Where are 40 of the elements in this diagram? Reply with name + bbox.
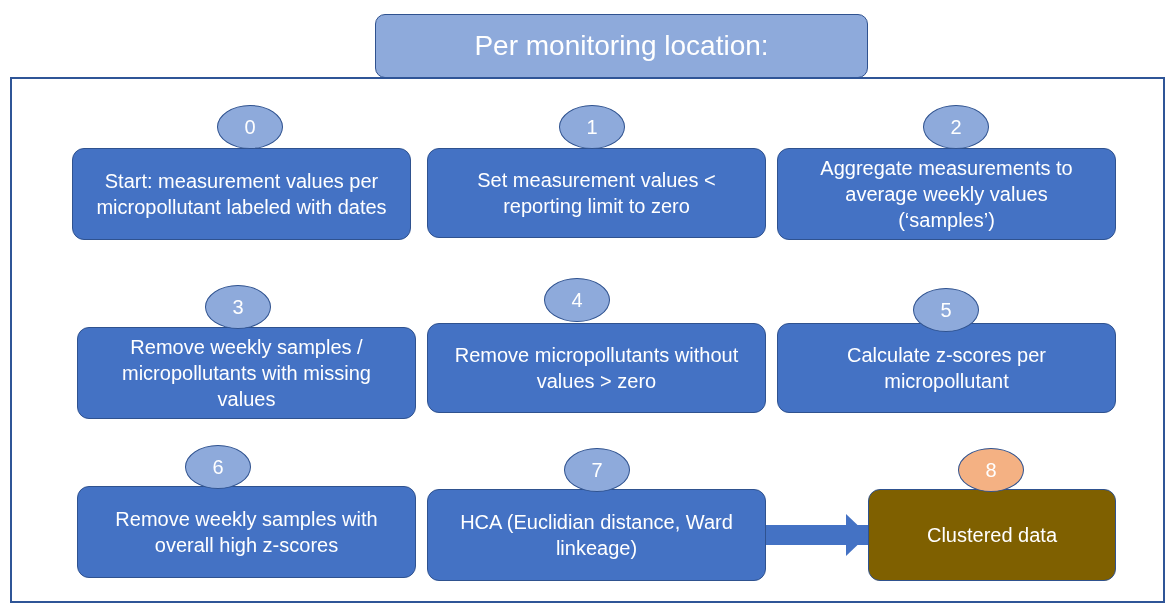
step-number: 2 — [950, 115, 962, 140]
step-text: Calculate z-scores per micropollutant — [846, 343, 1047, 394]
process-box — [427, 489, 766, 581]
step-text: HCA (Euclidian distance, Ward linkeage) — [459, 510, 734, 561]
step-text: Remove weekly samples with overall high z-scores — [114, 507, 379, 558]
process-box — [77, 327, 416, 419]
step-text: Start: measurement values per micropollutant labeled with dates — [95, 169, 388, 220]
block-arrow — [766, 514, 868, 556]
step-text: Per monitoring location: — [474, 28, 769, 63]
step-number: 3 — [232, 295, 244, 320]
step-number: 0 — [244, 115, 256, 140]
step-number: 7 — [591, 458, 603, 483]
group-frame — [10, 77, 1165, 603]
step-number: 1 — [586, 115, 598, 140]
step-text: Aggregate measurements to average weekly values (‘samples’) — [819, 156, 1074, 233]
heading-box — [375, 14, 868, 78]
process-box — [427, 323, 766, 413]
process-box — [777, 148, 1116, 240]
step-text: Remove weekly samples / micropollutants with missing values — [121, 335, 372, 412]
step-number: 8 — [985, 458, 997, 483]
step-number-circle — [564, 448, 630, 492]
step-number-circle — [559, 105, 625, 149]
step-number-circle — [544, 278, 610, 322]
step-number-circle — [923, 105, 989, 149]
process-box — [77, 486, 416, 578]
step-number: 6 — [212, 455, 224, 480]
step-text: Set measurement values < reporting limit to zero — [476, 168, 717, 219]
step-number-circle — [958, 448, 1024, 492]
process-box — [777, 323, 1116, 413]
step-number-circle — [205, 285, 271, 329]
step-number: 4 — [571, 288, 583, 313]
step-number: 5 — [940, 298, 952, 323]
process-box — [72, 148, 411, 240]
step-number-circle — [913, 288, 979, 332]
step-number-circle — [185, 445, 251, 489]
step-text: Remove micropollutants without values > zero — [453, 343, 740, 394]
result-box — [868, 489, 1116, 581]
process-box — [427, 148, 766, 238]
step-number-circle — [217, 105, 283, 149]
step-text: Clustered data — [926, 523, 1058, 548]
